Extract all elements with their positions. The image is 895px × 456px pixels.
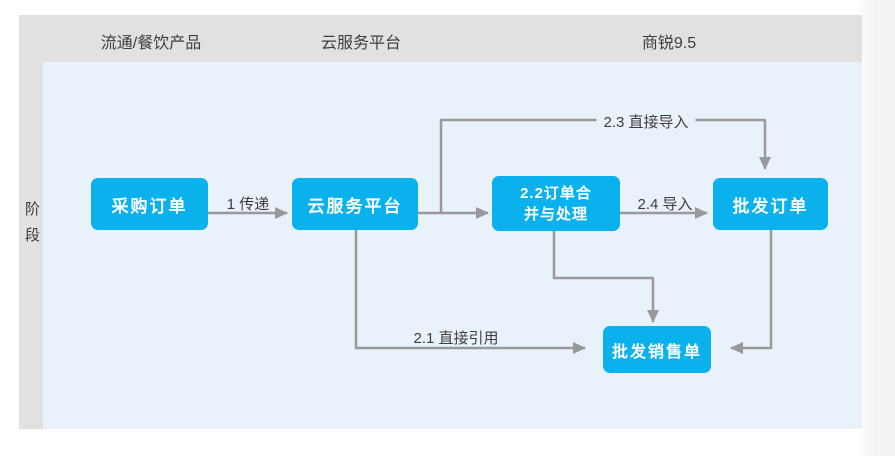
edge-label-direct-import: 2.3 直接导入 xyxy=(596,111,696,132)
node-cloud-platform: 云服务平台 xyxy=(292,178,418,230)
node-wholesale-order: 批发订单 xyxy=(713,178,828,230)
edge-label-transfer: 1 传递 xyxy=(226,196,270,213)
lane-header-cloud-platform: 云服务平台 xyxy=(320,35,402,52)
stage-rail-label: 阶段 xyxy=(23,201,40,253)
stage-rail xyxy=(19,15,43,429)
node-order-merge: 2.2订单合 并与处理 xyxy=(492,176,620,231)
node-wholesale-sales-label: 批发销售单 xyxy=(611,343,702,361)
edge-label-direct-ref: 2.1 直接引用 xyxy=(413,330,499,347)
node-wholesale-order-label: 批发订单 xyxy=(732,196,809,216)
node-wholesale-sales: 批发销售单 xyxy=(603,326,711,373)
page-edge-shading xyxy=(861,0,895,456)
lane-header-shangrui: 商锐9.5 xyxy=(641,35,697,52)
lane-header-circulation-products: 流通/餐饮产品 xyxy=(100,35,202,52)
node-order-merge-label-line2: 并与处理 xyxy=(523,205,588,223)
node-order-merge-label-line1: 2.2订单合 xyxy=(520,184,592,202)
edge-label-import: 2.4 导入 xyxy=(637,196,693,213)
flow-canvas xyxy=(43,62,862,429)
node-purchase-order-label: 采购订单 xyxy=(111,196,188,216)
node-cloud-platform-label: 云服务平台 xyxy=(307,196,403,216)
node-purchase-order: 采购订单 xyxy=(91,178,208,230)
lane-header-bar xyxy=(19,15,862,62)
